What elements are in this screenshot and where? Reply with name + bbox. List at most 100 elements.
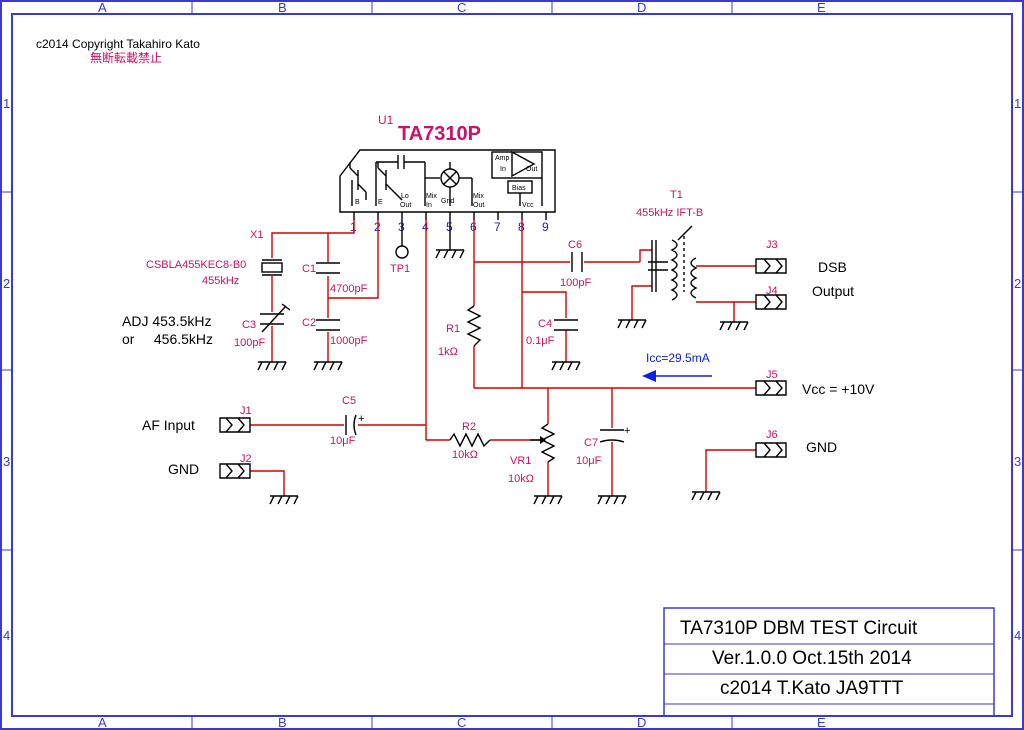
output-label: Output — [812, 283, 854, 299]
svg-text:R2: R2 — [462, 421, 476, 433]
ic-label-e: E — [378, 199, 383, 206]
row-label: 2 — [1014, 276, 1021, 291]
svg-text:C5: C5 — [342, 395, 356, 407]
gnd-label-left: GND — [168, 461, 199, 477]
svg-text:Amp: Amp — [495, 155, 510, 162]
svg-text:J1: J1 — [240, 405, 252, 417]
col-label: B — [278, 715, 287, 730]
copyright-notice: 無断転載禁止 — [90, 50, 162, 65]
svg-text:C7: C7 — [584, 437, 598, 449]
svg-text:Mix: Mix — [473, 193, 484, 200]
svg-text:10μF: 10μF — [330, 435, 356, 447]
svg-text:C3: C3 — [242, 319, 256, 331]
col-label: C — [457, 715, 466, 730]
ground-symbols — [257, 249, 749, 505]
zone-labels: A B C D E A B C D E 1 2 3 4 1 2 3 4 — [3, 0, 1021, 730]
svg-text:455kHz IFT-B: 455kHz IFT-B — [636, 207, 703, 219]
svg-text:CSBLA455KEC8-B0: CSBLA455KEC8-B0 — [146, 259, 246, 271]
capacitor-c4: C4 0.1μF — [526, 318, 578, 347]
svg-text:1000pF: 1000pF — [330, 335, 368, 347]
svg-text:J3: J3 — [766, 239, 778, 251]
svg-text:J4: J4 — [766, 285, 778, 297]
svg-text:1kΩ: 1kΩ — [438, 346, 458, 358]
svg-text:100pF: 100pF — [234, 337, 265, 349]
ic-part: TA7310P — [398, 123, 481, 145]
svg-text:7: 7 — [494, 220, 501, 234]
svg-text:J2: J2 — [240, 453, 252, 465]
row-label: 1 — [1014, 96, 1021, 111]
ic-label-out: Out — [526, 166, 537, 173]
svg-text:10kΩ: 10kΩ — [452, 449, 478, 461]
svg-text:10kΩ: 10kΩ — [508, 473, 534, 485]
crystal-x1: X1 CSBLA455KEC8-B0 455kHz — [146, 229, 283, 287]
svg-text:10μF: 10μF — [576, 455, 602, 467]
svg-text:J6: J6 — [766, 429, 778, 441]
potentiometer-vr1: VR1 10kΩ — [508, 423, 556, 485]
dsb-label: DSB — [818, 259, 847, 275]
svg-text:In: In — [500, 166, 506, 173]
col-label: E — [817, 715, 826, 730]
svg-text:4700pF: 4700pF — [330, 283, 368, 295]
capacitor-c2: C2 1000pF — [302, 317, 368, 347]
capacitor-c6: C6 100pF — [560, 239, 591, 289]
svg-text:C6: C6 — [568, 239, 582, 251]
svg-text:X1: X1 — [250, 229, 263, 241]
svg-text:100pF: 100pF — [560, 277, 591, 289]
vcc-label: Vcc = +10V — [802, 381, 875, 397]
col-label: C — [457, 0, 466, 15]
author-text: c2014 T.Kato JA9TTT — [720, 678, 904, 699]
version-text: Ver.1.0.0 Oct.15th 2014 — [712, 648, 912, 669]
current-arrow — [642, 370, 712, 382]
ic-label-b: B — [355, 199, 360, 206]
ic-label-gnd: Gnd — [441, 198, 454, 205]
svg-text:+: + — [358, 413, 364, 425]
gnd-label-right: GND — [806, 439, 837, 455]
svg-text:Out: Out — [473, 202, 484, 209]
svg-text:C4: C4 — [538, 318, 552, 330]
svg-text:9: 9 — [542, 220, 549, 234]
col-label: D — [637, 715, 646, 730]
svg-text:T1: T1 — [670, 189, 683, 201]
ic-label-vcc: Vcc — [522, 202, 534, 209]
row-label: 3 — [1014, 454, 1021, 469]
connector-j1: J1 — [219, 405, 252, 433]
connector-j4: J4 — [755, 285, 787, 310]
resistor-r2: R2 10kΩ — [449, 421, 491, 461]
svg-text:Mix: Mix — [426, 193, 437, 200]
col-label: A — [98, 0, 107, 15]
row-label: 4 — [3, 628, 10, 643]
title-text: TA7310P DBM TEST Circuit — [680, 618, 918, 639]
connector-j3: J3 — [755, 239, 787, 274]
capacitor-c1: C1 4700pF — [302, 262, 368, 295]
col-label: D — [637, 0, 646, 15]
row-label: 2 — [3, 276, 10, 291]
trimmer-c3: C3 100pF — [234, 303, 291, 349]
svg-text:+: + — [624, 425, 630, 437]
svg-text:In: In — [426, 202, 432, 209]
svg-text:C1: C1 — [302, 263, 316, 275]
testpoint-tp1: TP1 — [390, 245, 410, 275]
row-label: 1 — [3, 96, 10, 111]
col-label: B — [278, 0, 287, 15]
col-label: E — [817, 0, 826, 15]
af-input-label: AF Input — [142, 417, 195, 433]
svg-text:0.1μF: 0.1μF — [526, 335, 555, 347]
svg-text:TP1: TP1 — [390, 263, 410, 275]
resistor-r1: R1 1kΩ — [438, 305, 482, 358]
svg-text:VR1: VR1 — [510, 455, 531, 467]
connector-j2: J2 — [219, 453, 252, 479]
svg-text:Lo: Lo — [401, 193, 409, 200]
title-block: TA7310P DBM TEST Circuit Ver.1.0.0 Oct.1… — [663, 607, 995, 717]
row-label: 4 — [1014, 628, 1021, 643]
svg-text:J5: J5 — [766, 369, 778, 381]
adj-label: ADJ 453.5kHz — [122, 313, 211, 329]
transformer-t1: T1 455kHz IFT-B — [636, 189, 703, 301]
ic-label-bias: Bias — [512, 185, 526, 192]
capacitor-c5: + C5 10μF — [330, 395, 364, 447]
connector-j5: J5 — [755, 369, 787, 396]
capacitor-c7: + C7 10μF — [576, 425, 630, 467]
connector-j6: J6 — [755, 429, 787, 458]
svg-text:455kHz: 455kHz — [202, 275, 239, 287]
